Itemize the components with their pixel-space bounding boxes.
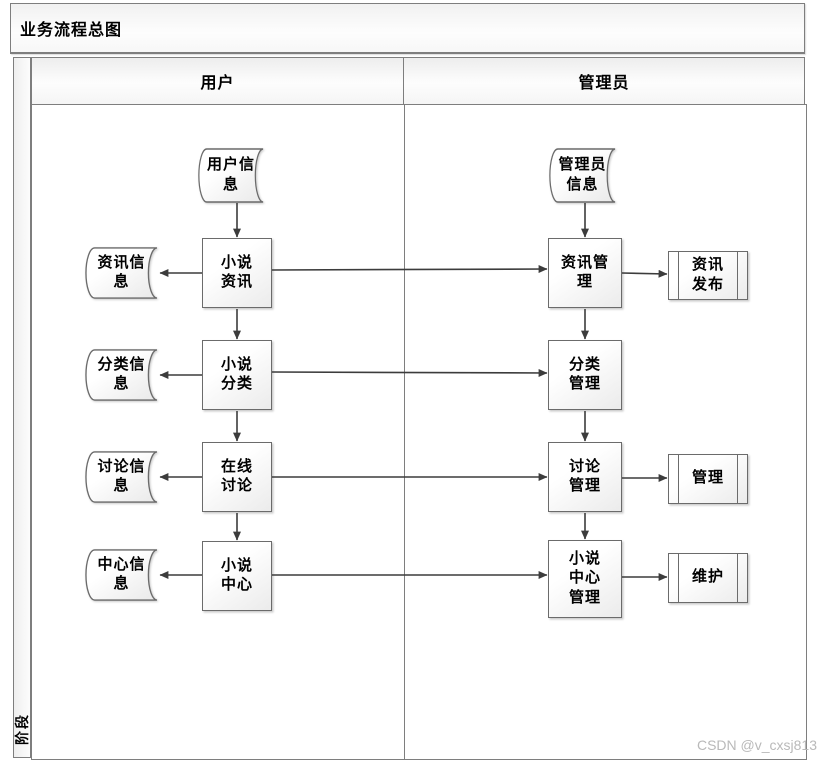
stored-data-shape (85, 451, 158, 503)
node-label: 讨论 管理 (568, 458, 601, 494)
node-news-publish: 资讯 发布 (668, 251, 748, 300)
node-category-management: 分类 管理 (548, 340, 622, 410)
predefined-process-lines (678, 554, 738, 602)
diagram-body (31, 104, 807, 760)
node-label: 分类信 息 (97, 356, 146, 392)
lane-header-user: 用户 (31, 57, 404, 105)
node-label: 小说 中心 管理 (568, 551, 601, 606)
node-label: 资讯信 息 (97, 254, 146, 290)
lane-header-admin: 管理员 (403, 57, 805, 105)
stored-data-shape (85, 349, 158, 401)
predefined-process-lines (678, 455, 738, 503)
node-label: 管理 (691, 470, 724, 487)
node-maintain: 维护 (668, 553, 748, 603)
node-novel-news: 小说 资讯 (202, 238, 272, 308)
node-novel-category: 小说 分类 (202, 340, 272, 410)
diagram-title: 业务流程总图 (20, 22, 123, 39)
node-label: 维护 (691, 569, 724, 586)
node-label: 分类 管理 (568, 356, 601, 392)
node-online-discussion: 在线 讨论 (202, 442, 272, 512)
node-discussion-info: 讨论信 息 (85, 451, 158, 503)
node-label: 资讯 发布 (691, 257, 724, 293)
stored-data-shape (85, 549, 158, 601)
stored-data-shape (198, 148, 264, 203)
lane-headers: 用户 管理员 (31, 57, 805, 105)
diagram-title-bar: 业务流程总图 (10, 3, 805, 54)
node-label: 管理员 信息 (558, 157, 607, 193)
node-novel-center-management: 小说 中心 管理 (548, 540, 622, 618)
phase-label: 阶段 (16, 713, 31, 745)
node-discussion-management: 讨论 管理 (548, 442, 622, 512)
phase-strip: 阶段 (13, 57, 31, 758)
node-label: 在线 讨论 (220, 458, 253, 494)
node-label: 资讯管 理 (560, 254, 609, 290)
node-label: 小说 资讯 (220, 254, 253, 290)
watermark: CSDN @v_cxsj813 (696, 737, 817, 753)
node-label: 用户信 息 (206, 157, 255, 193)
node-label: 讨论信 息 (97, 458, 146, 494)
node-news-management: 资讯管 理 (548, 238, 622, 308)
node-label: 中心信 息 (97, 556, 146, 592)
node-label: 小说 中心 (220, 557, 253, 593)
stored-data-shape (549, 148, 616, 203)
stored-data-shape (85, 247, 158, 299)
node-category-info: 分类信 息 (85, 349, 158, 401)
node-center-info: 中心信 息 (85, 549, 158, 601)
node-label: 小说 分类 (220, 356, 253, 392)
node-novel-center: 小说 中心 (202, 541, 272, 611)
node-news-info: 资讯信 息 (85, 247, 158, 299)
node-admin-info: 管理员 信息 (549, 148, 616, 203)
node-manage: 管理 (668, 454, 748, 504)
predefined-process-lines (678, 252, 738, 299)
node-user-info: 用户信 息 (198, 148, 264, 203)
lane-divider (404, 105, 405, 759)
